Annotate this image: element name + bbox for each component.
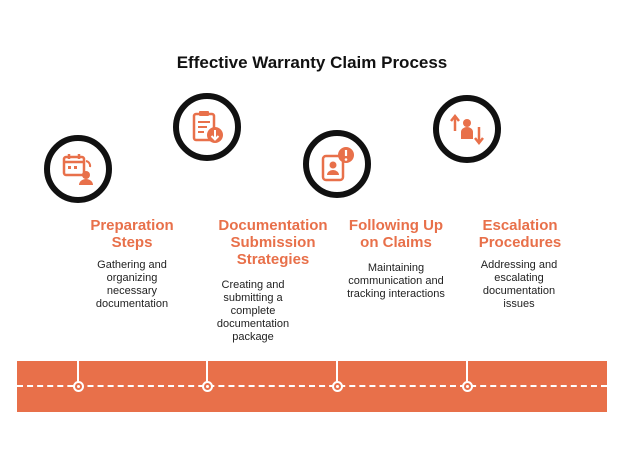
step-3-icon-circle — [303, 130, 371, 198]
step-4-icon-circle — [433, 95, 501, 163]
step-1-icon-circle — [44, 135, 112, 203]
timeline-tick-3 — [336, 361, 338, 386]
phone-alert-icon — [321, 147, 354, 182]
clipboard-download-icon — [192, 111, 223, 143]
timeline-tick-4 — [466, 361, 468, 386]
timeline-band — [17, 361, 607, 412]
timeline-marker-2 — [202, 381, 213, 392]
step-2-icon-circle — [173, 93, 241, 161]
timeline-marker-4 — [462, 381, 473, 392]
timeline-marker-3 — [332, 381, 343, 392]
timeline-tick-2 — [206, 361, 208, 386]
escalation-person-icon — [450, 113, 484, 146]
diagram-title: Effective Warranty Claim Process — [176, 53, 448, 72]
timeline-marker-1 — [73, 381, 84, 392]
timeline-dashed-line — [17, 385, 607, 387]
timeline-tick-1 — [77, 361, 79, 386]
calendar-user-icon — [62, 154, 93, 185]
